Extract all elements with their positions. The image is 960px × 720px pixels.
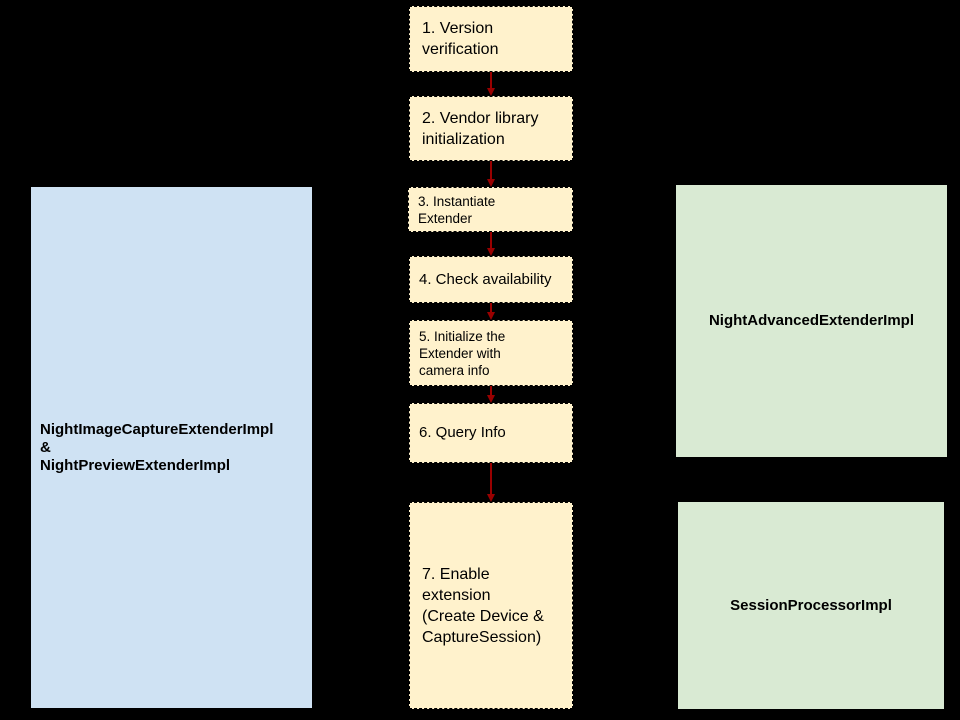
flow-step-version-verification: 1. Version verification — [409, 6, 573, 72]
arrow-shaft — [490, 232, 492, 250]
flow-step-label: 5. Initialize the Extender with camera i… — [419, 328, 506, 378]
session-processor-box: SessionProcessorImpl — [678, 502, 944, 709]
arrow-head — [486, 312, 495, 320]
arrow-shaft — [490, 386, 492, 397]
night-image-preview-extender-box: NightImageCaptureExtenderImpl & NightPre… — [31, 187, 312, 708]
flow-step-label: 2. Vendor library initialization — [422, 109, 539, 148]
arrow-head — [486, 494, 495, 502]
flow-step-instantiate-extender: 3. Instantiate Extender — [408, 187, 573, 232]
flow-step-vendor-library-initialization: 2. Vendor library initialization — [409, 96, 573, 161]
flow-step-label: 1. Version verification — [422, 20, 499, 58]
arrow-head — [486, 395, 495, 403]
arrow-shaft — [490, 463, 492, 496]
flow-step-initialize-extender: 5. Initialize the Extender with camera i… — [409, 320, 573, 386]
flow-step-label: 6. Query Info — [419, 424, 506, 441]
flow-step-label: 7. Enable extension (Create Device & Cap… — [422, 565, 544, 646]
arrow-shaft — [490, 303, 492, 314]
arrow-shaft — [490, 72, 492, 90]
flow-step-check-availability: 4. Check availability — [409, 256, 573, 303]
arrow-head — [486, 179, 495, 187]
flow-step-label: 3. Instantiate Extender — [418, 193, 496, 226]
night-image-preview-extender-label: NightImageCaptureExtenderImpl & NightPre… — [40, 420, 274, 474]
flow-step-label: 4. Check availability — [419, 270, 552, 288]
flow-step-query-info: 6. Query Info — [409, 403, 573, 463]
session-processor-label: SessionProcessorImpl — [730, 596, 892, 614]
flow-step-enable-extension: 7. Enable extension (Create Device & Cap… — [409, 502, 573, 709]
night-advanced-extender-label: NightAdvancedExtenderImpl — [708, 312, 915, 329]
arrow-shaft — [490, 161, 492, 181]
arrow-head — [486, 88, 495, 96]
night-advanced-extender-box: NightAdvancedExtenderImpl — [676, 185, 947, 457]
arrow-head — [486, 248, 495, 256]
